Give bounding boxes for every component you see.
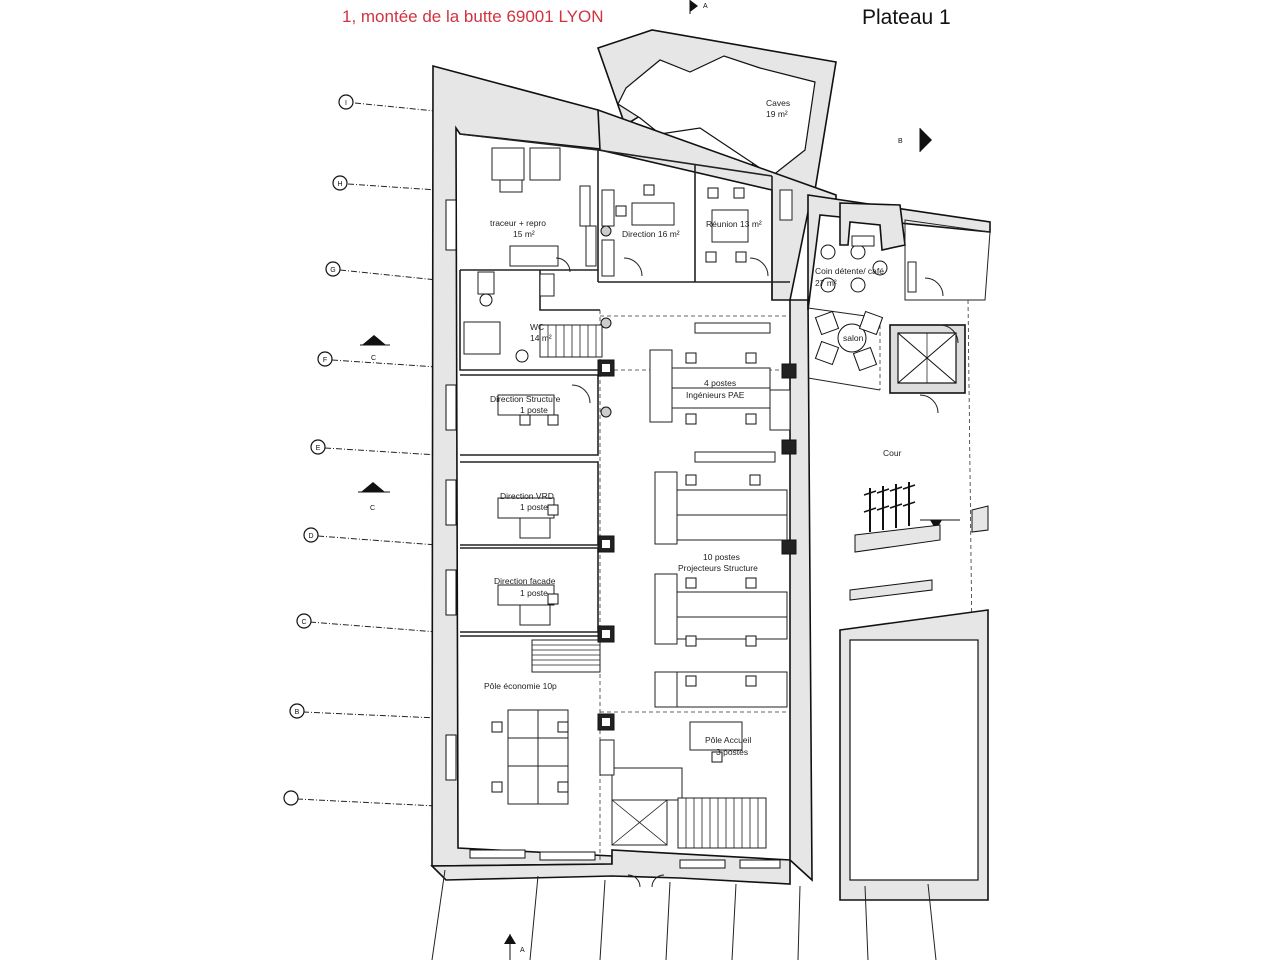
section-marker-c-lower: C xyxy=(358,482,390,512)
salon-furniture xyxy=(814,310,884,372)
stairs-mid xyxy=(531,639,601,673)
room-direction-vrd-name: Direction VRD xyxy=(500,491,554,501)
round-columns xyxy=(600,225,612,418)
svg-text:F: F xyxy=(323,357,327,364)
room-ingenieurs-sub: Ingénieurs PAE xyxy=(686,390,745,400)
svg-text:H: H xyxy=(337,181,342,188)
room-wc-area: 14 m² xyxy=(530,333,552,343)
windows-left xyxy=(445,199,781,869)
svg-text:G: G xyxy=(330,267,335,274)
stairs-upper xyxy=(539,324,603,358)
reunion-furniture xyxy=(705,187,793,263)
room-pole-accueil-name: Pôle Accueil xyxy=(705,735,751,745)
axis-bubble-a xyxy=(283,790,299,806)
svg-text:C: C xyxy=(301,619,306,626)
room-cour-name: Cour xyxy=(883,448,902,458)
axis-bubble-c: C xyxy=(296,613,312,629)
room-ingenieurs-name: 4 postes xyxy=(704,378,736,388)
axis-bubble-g: G xyxy=(325,261,341,277)
room-projecteurs-sub: Projecteurs Structure xyxy=(678,563,758,573)
room-pole-economie-name: Pôle économie 10p xyxy=(484,681,557,691)
cafe-furniture xyxy=(820,235,917,293)
room-pole-accueil-sub: 3 postes xyxy=(716,747,748,757)
svg-text:A: A xyxy=(703,3,708,10)
stairs-main xyxy=(677,797,767,849)
axis-bubble-d: D xyxy=(303,527,319,543)
room-reunion-name: Réunion 13 m² xyxy=(706,219,762,229)
room-projecteurs-name: 10 postes xyxy=(703,552,740,562)
section-marker-a-bottom: A xyxy=(504,934,525,960)
svg-text:B: B xyxy=(898,138,903,145)
ingenieurs-chairs xyxy=(685,352,757,425)
street-lines xyxy=(431,869,937,960)
axis-bubble-h: H xyxy=(332,175,348,191)
svg-text:A: A xyxy=(520,947,525,954)
svg-text:B: B xyxy=(295,709,300,716)
wc-fixtures xyxy=(463,271,555,363)
projecteurs-desks xyxy=(654,451,788,708)
ingenieurs-desks xyxy=(649,322,791,431)
door-swings xyxy=(555,257,959,888)
svg-text:C: C xyxy=(371,355,376,362)
room-traceur-name: traceur + repro xyxy=(490,218,546,228)
projecteurs-chairs xyxy=(685,474,761,687)
room-direction-name: Direction 16 m² xyxy=(622,229,680,239)
bike-rack-icon xyxy=(863,482,916,532)
room-direction-facade-sub: 1 poste xyxy=(520,588,548,598)
plan-address: 1, montée de la butte 69001 LYON xyxy=(342,7,603,26)
caves-structure xyxy=(596,29,837,191)
section-marker-c-upper: C xyxy=(360,335,390,362)
direction-vrd-furniture xyxy=(497,497,559,539)
axis-bubble-b: B xyxy=(289,703,305,719)
pole-accueil-furniture xyxy=(599,721,743,776)
lift-shaft xyxy=(889,324,966,394)
building-outer-walls xyxy=(430,64,837,885)
section-marker-a-top: A xyxy=(689,0,708,14)
axis-bubble-f: F xyxy=(317,351,333,367)
direction-chairs xyxy=(615,184,655,217)
room-coin-cafe-area: 27 m² xyxy=(815,278,837,288)
axis-bubble-e: E xyxy=(310,439,326,455)
axis-bubble-i: I xyxy=(338,94,354,110)
room-direction-structure-name: Direction Structure xyxy=(490,394,561,404)
room-caves-area: 19 m² xyxy=(766,109,788,119)
direction-facade-furniture xyxy=(497,584,559,626)
right-wing-walls xyxy=(807,194,991,901)
svg-text:E: E xyxy=(316,445,321,452)
traceur-furniture xyxy=(491,147,597,267)
courtyard-building xyxy=(839,505,989,901)
room-direction-structure-sub: 1 poste xyxy=(520,405,548,415)
plan-title: Plateau 1 xyxy=(862,6,951,29)
room-coin-cafe-name: Coin détente/ café xyxy=(815,266,884,276)
pole-economie-chairs xyxy=(491,721,569,793)
svg-text:I: I xyxy=(345,100,347,107)
svg-text:C: C xyxy=(370,505,375,512)
pillars xyxy=(597,359,797,731)
axis-grid xyxy=(296,102,456,807)
room-wc-name: WC xyxy=(530,322,544,332)
room-direction-facade-name: Direction facade xyxy=(494,576,556,586)
direction-furniture xyxy=(601,189,675,277)
direction-structure-furniture xyxy=(497,394,559,426)
room-traceur-area: 15 m² xyxy=(513,229,535,239)
svg-text:D: D xyxy=(308,533,313,540)
room-salon-name: salon xyxy=(843,333,864,343)
section-marker-b-right: B xyxy=(898,128,932,152)
room-caves-name: Caves xyxy=(766,98,790,108)
room-direction-vrd-sub: 1 poste xyxy=(520,502,548,512)
